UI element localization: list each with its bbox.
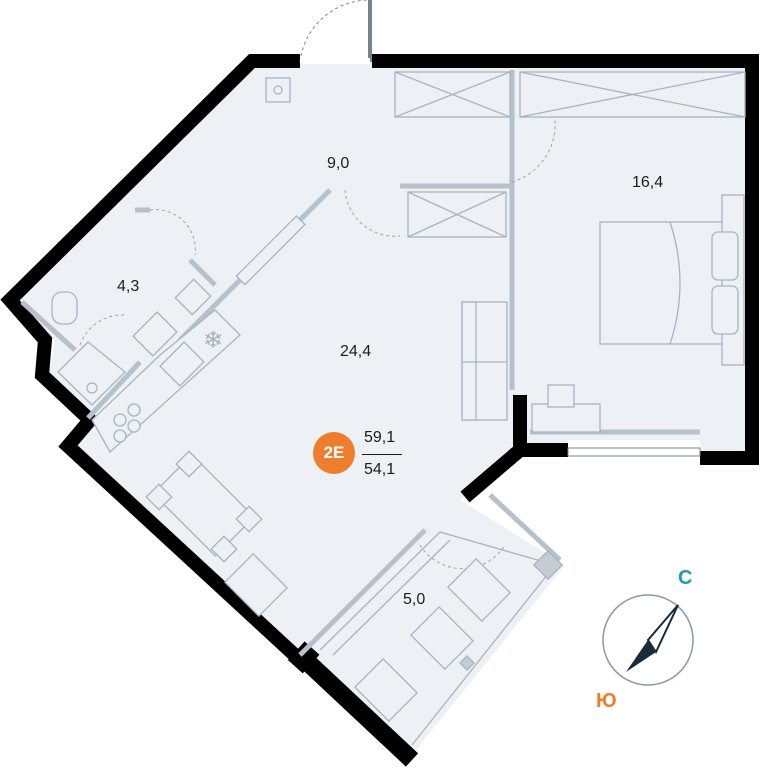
total-area: 59,1 bbox=[364, 429, 396, 446]
floor-fill bbox=[18, 62, 752, 755]
dining-set bbox=[145, 450, 289, 618]
bathroom-fixtures bbox=[51, 77, 291, 406]
desk bbox=[531, 384, 601, 433]
apartment-type-badge: 2Е bbox=[313, 432, 355, 474]
entrance-door bbox=[299, 0, 372, 63]
compass bbox=[602, 594, 694, 686]
room-area-kitchen-living: 24,4 bbox=[340, 343, 372, 360]
wardrobes bbox=[394, 71, 746, 238]
exterior-walls bbox=[0, 54, 759, 767]
compass-south-label: Ю bbox=[596, 690, 617, 712]
compass-north-label: С bbox=[678, 567, 693, 589]
kitchen-counter: ❄ bbox=[91, 309, 241, 454]
wall-block bbox=[287, 641, 320, 674]
room-area-balcony: 5,0 bbox=[403, 591, 426, 608]
interior-walls bbox=[20, 70, 700, 657]
bed bbox=[599, 194, 745, 366]
compass-needle-south bbox=[626, 640, 656, 672]
windows bbox=[300, 58, 701, 457]
sofa bbox=[461, 301, 508, 421]
svg-text:❄: ❄ bbox=[203, 326, 223, 354]
balcony-furniture bbox=[319, 531, 564, 746]
room-area-bathroom: 4,3 bbox=[117, 278, 140, 295]
door-swings bbox=[79, 119, 556, 570]
living-area: 54,1 bbox=[364, 461, 396, 478]
room-area-bedroom: 16,4 bbox=[632, 174, 664, 191]
tv-unit bbox=[235, 215, 306, 286]
area-divider bbox=[362, 454, 402, 455]
room-area-hallway: 9,0 bbox=[327, 155, 350, 172]
